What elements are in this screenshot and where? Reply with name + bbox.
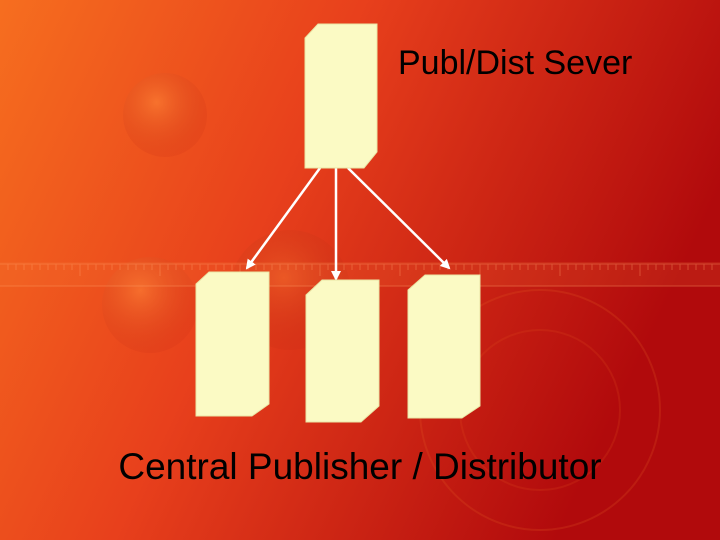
edge-server-client-1 bbox=[245, 167, 322, 270]
server-box bbox=[304, 23, 378, 169]
client-box-3 bbox=[407, 274, 481, 419]
edges bbox=[245, 167, 451, 281]
client-box-2 bbox=[305, 279, 380, 423]
server-label: Publ/Dist Sever bbox=[398, 44, 633, 82]
edge-server-client-3 bbox=[347, 167, 451, 270]
client-box-1 bbox=[195, 271, 270, 417]
diagram-caption: Central Publisher / Distributor bbox=[118, 446, 602, 487]
